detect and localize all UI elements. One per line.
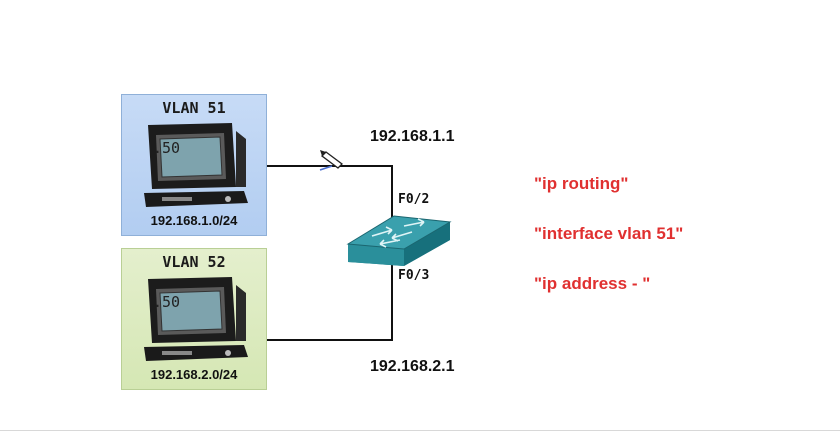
gateway-vlan52-label: 192.168.2.1 bbox=[370, 358, 455, 375]
gateway-vlan51-label: 192.168.1.1 bbox=[370, 128, 455, 145]
command-ip-routing: "ip routing" bbox=[534, 174, 629, 193]
port-upper-label: F0/2 bbox=[398, 192, 430, 207]
command-ip-address: "ip address - " bbox=[534, 274, 651, 293]
vlan51-title: VLAN 51 bbox=[162, 99, 226, 117]
link-vlan51 bbox=[232, 165, 393, 218]
cursor-icon bbox=[320, 150, 343, 169]
vlan51-subnet: 192.168.1.0/24 bbox=[150, 213, 238, 228]
pc-vlan51-host: .50 bbox=[153, 139, 181, 157]
link-vlan52 bbox=[244, 262, 393, 341]
pc-vlan52-icon bbox=[144, 277, 248, 361]
bottom-divider bbox=[0, 430, 840, 431]
vlan52-subnet: 192.168.2.0/24 bbox=[150, 367, 238, 382]
pc-vlan51-icon bbox=[144, 123, 248, 207]
vlan51-box: VLAN 51 .50 192.168.1.0/24 bbox=[121, 94, 267, 236]
pc-vlan52-host: .50 bbox=[153, 293, 181, 311]
port-lower-label: F0/3 bbox=[398, 268, 430, 283]
vlan52-box: VLAN 52 .50 192.168.2.0/24 bbox=[121, 248, 267, 390]
command-interface-vlan: "interface vlan 51" bbox=[534, 224, 684, 243]
switch-icon bbox=[346, 215, 452, 266]
vlan52-title: VLAN 52 bbox=[162, 253, 226, 271]
